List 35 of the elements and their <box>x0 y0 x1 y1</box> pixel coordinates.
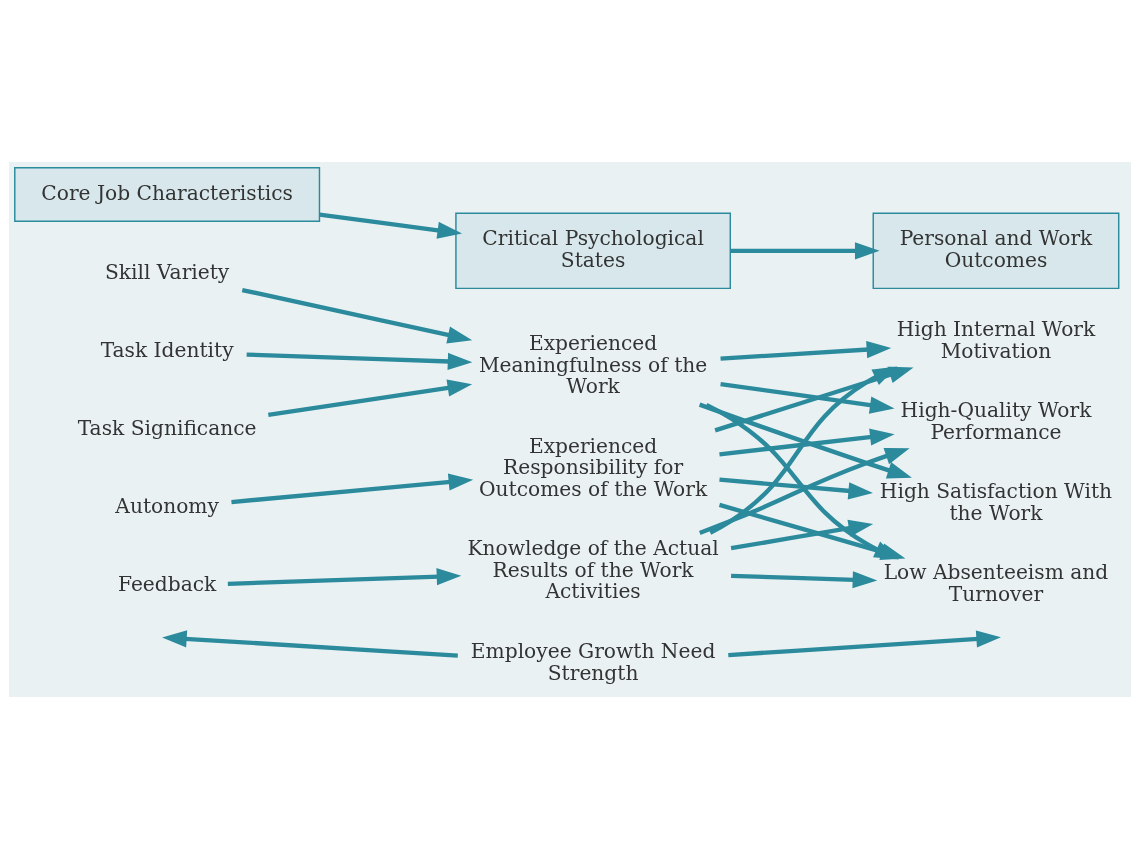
node-text: High Internal Work Motivation <box>896 317 1096 363</box>
node-text: Knowledge of the Actual Results of the Work Activities <box>467 536 719 604</box>
arrow <box>730 242 880 260</box>
node-text: Employee Growth Need Strength <box>470 639 716 685</box>
node-text: High-Quality Work Performance <box>900 398 1092 444</box>
node-text: High Satisfaction With the Work <box>879 479 1113 525</box>
node-text: Experienced Meaningfulness of the Work <box>478 331 708 399</box>
arrow <box>246 352 473 371</box>
arrow <box>719 428 895 457</box>
arrow <box>719 477 873 500</box>
arrow <box>730 519 874 551</box>
node-text: Autonomy <box>115 494 219 519</box>
node-text: Skill Variety <box>104 260 230 285</box>
arrow <box>231 473 474 505</box>
node-text: Low Absenteeism and Turnover <box>883 559 1109 606</box>
arrow <box>241 287 473 344</box>
node-text: Experienced Responsibility for Outcomes of the Work <box>479 433 708 501</box>
arrow <box>319 212 463 239</box>
arrow <box>268 379 473 418</box>
arrow <box>720 381 895 414</box>
node-box: Personal and Work Outcomes <box>872 212 1120 290</box>
arrow <box>699 447 910 535</box>
arrow <box>162 630 458 658</box>
arrow <box>731 571 878 589</box>
arrow <box>227 568 462 586</box>
arrow <box>728 630 1001 658</box>
arrow <box>714 366 914 433</box>
arrow <box>709 366 898 535</box>
node-text: Feedback <box>117 572 217 597</box>
arrow <box>698 402 912 479</box>
node-text: Task Significance <box>77 416 257 441</box>
node-box: Critical Psychological States <box>455 212 731 290</box>
arrow <box>720 341 892 361</box>
node-text: Task Identity <box>100 338 234 363</box>
node-box: Core Job Characteristics <box>14 167 321 222</box>
